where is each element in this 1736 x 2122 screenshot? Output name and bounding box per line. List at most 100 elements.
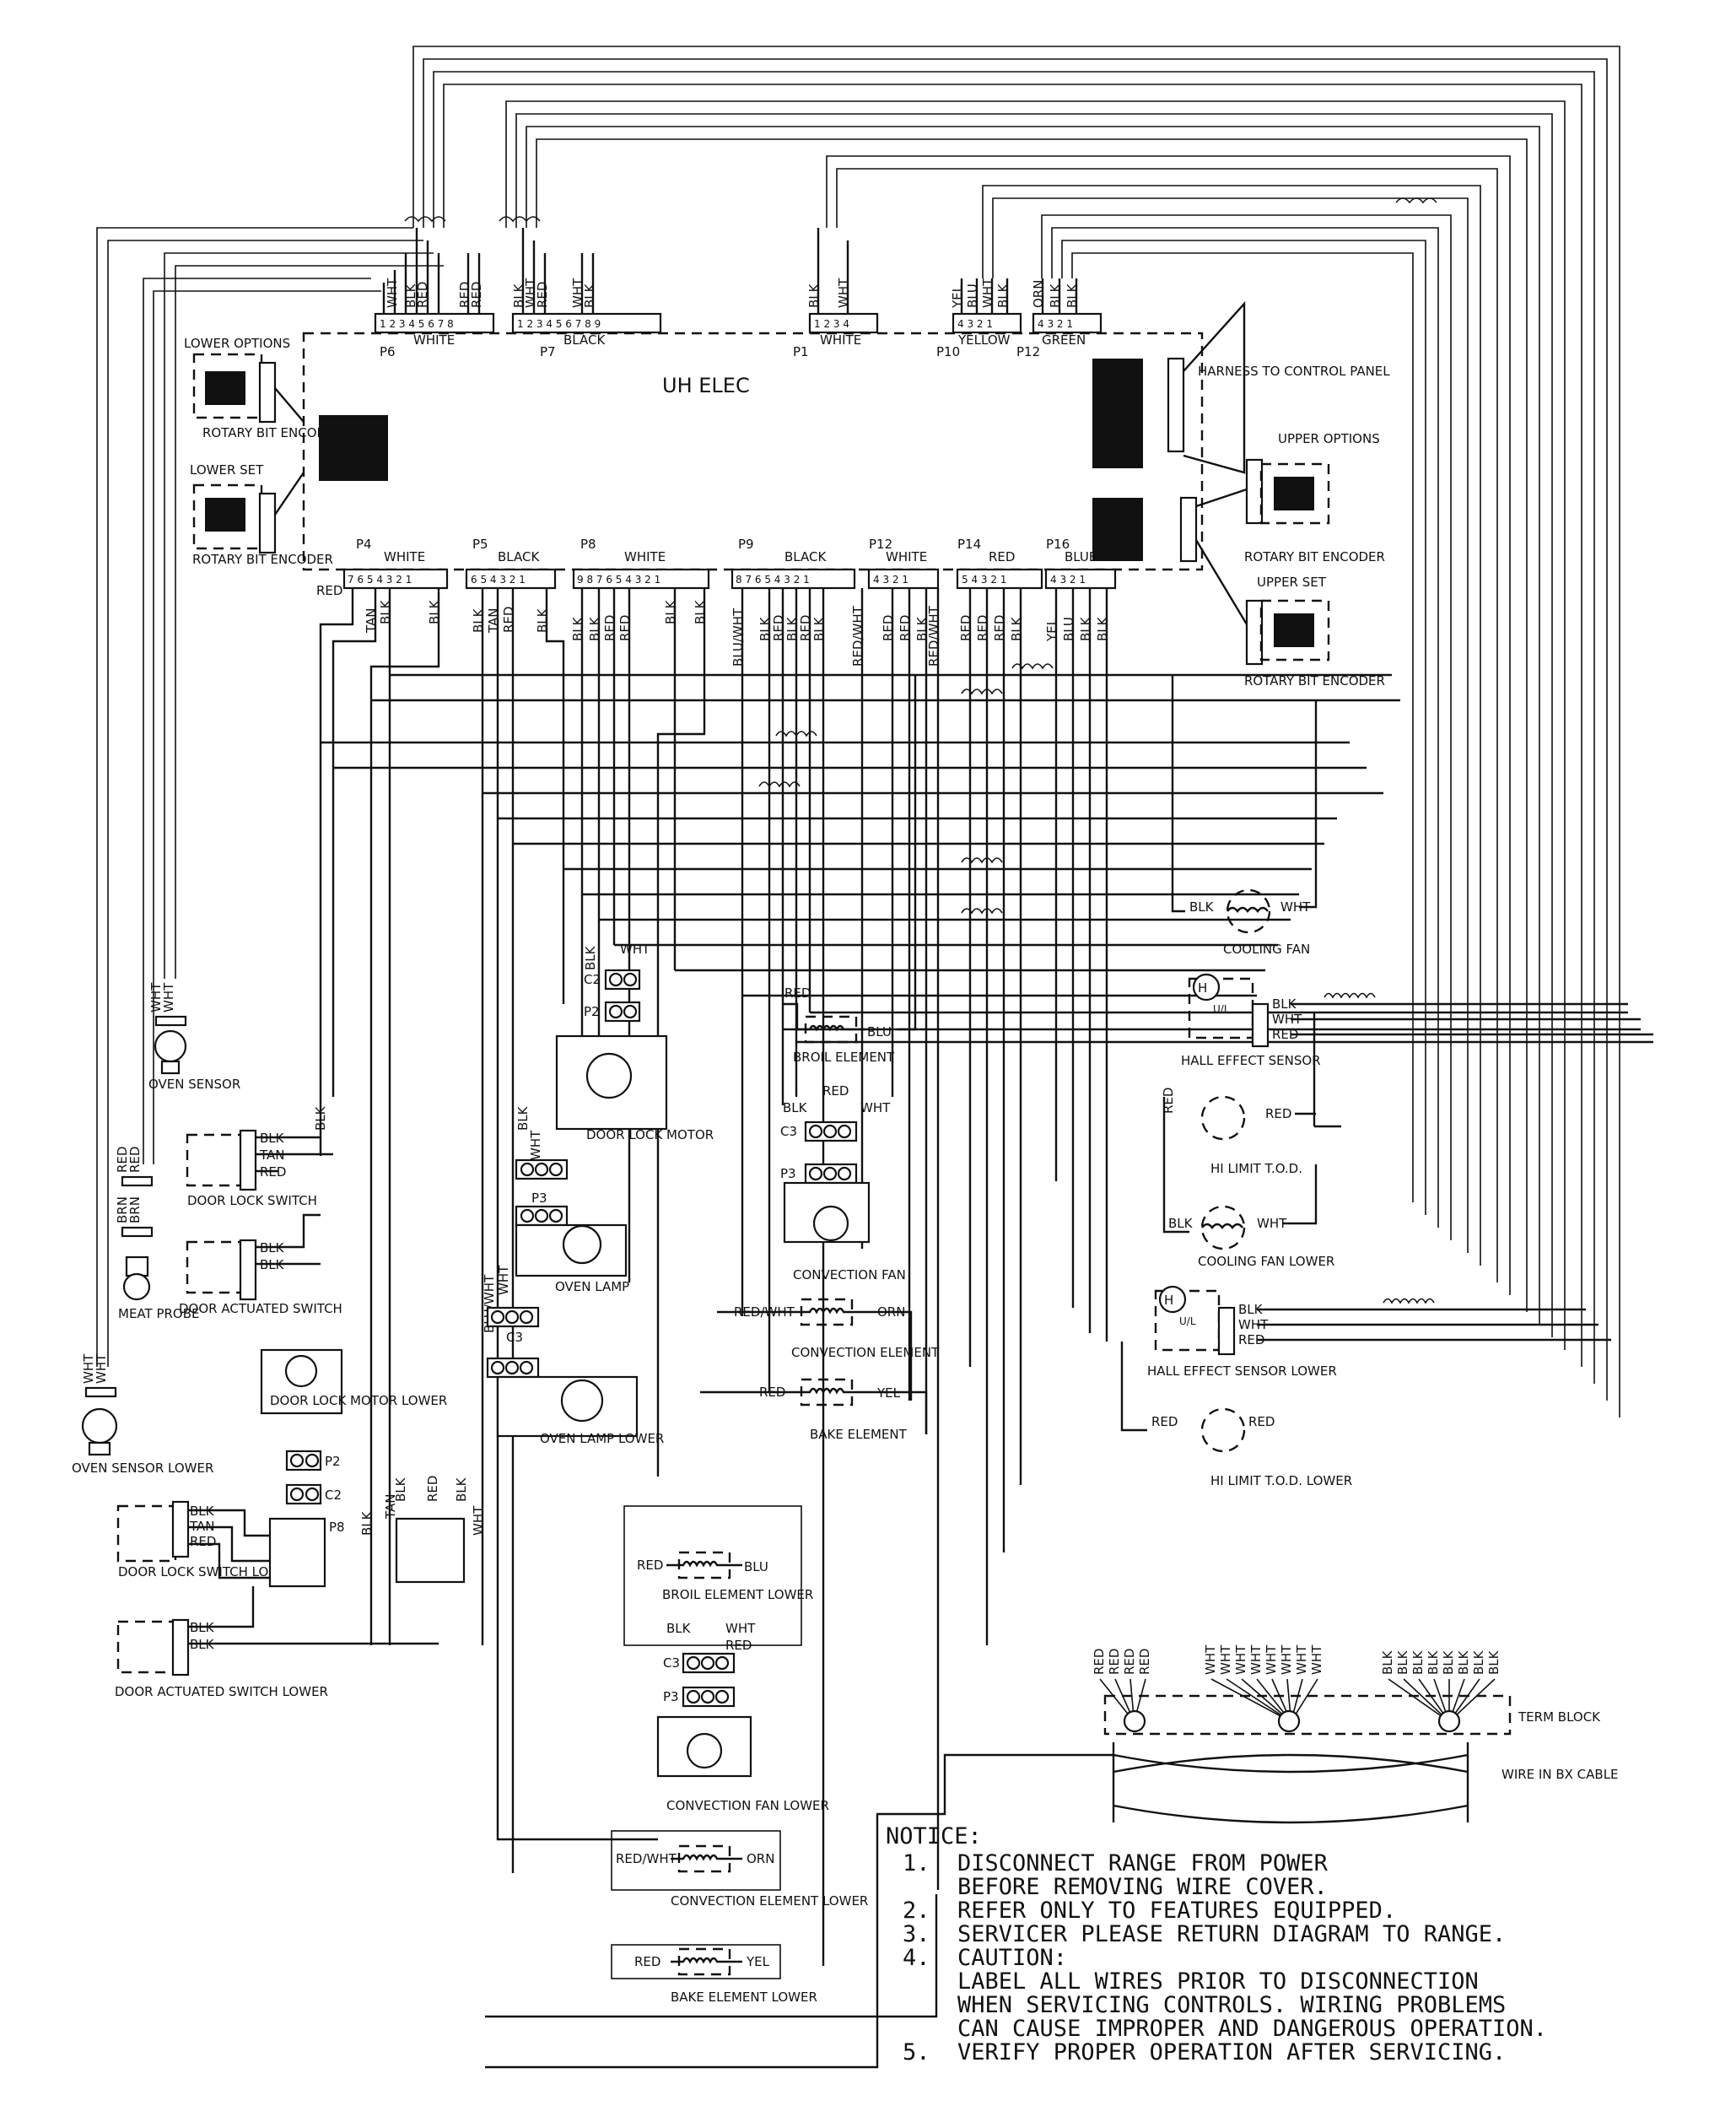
svg-text:OVEN LAMP: OVEN LAMP (555, 1279, 629, 1294)
svg-text:RED/WHT: RED/WHT (616, 1851, 677, 1866)
oven-sensor: WHT WHT OVEN SENSOR (148, 982, 240, 1092)
svg-text:RED: RED (115, 1147, 130, 1173)
svg-text:P3: P3 (663, 1689, 679, 1704)
meat-probe: RED RED BRN BRN MEAT PROBE (115, 1147, 200, 1321)
svg-text:P2: P2 (325, 1454, 341, 1469)
svg-text:YEL: YEL (746, 1954, 770, 1969)
svg-text:BLK: BLK (1048, 283, 1063, 308)
svg-text:BLK: BLK (313, 1105, 328, 1131)
svg-text:C3: C3 (663, 1655, 680, 1671)
svg-text:WHT: WHT (1238, 1317, 1269, 1332)
svg-text:WHT: WHT (620, 942, 650, 957)
door-lock-switch: BLK TAN RED DOOR LOCK SWITCH BLK (186, 1105, 333, 1208)
svg-text:BLK: BLK (1471, 1650, 1486, 1675)
svg-text:WHT: WHT (1233, 1644, 1248, 1675)
svg-text:WHT: WHT (1279, 1644, 1294, 1675)
svg-text:P10: P10 (936, 344, 960, 359)
bottom-connector-p9: BLACK P9 8 7 6 5 4 3 2 1 BLU/WHT BLK RED… (731, 537, 856, 667)
svg-text:BLK: BLK (1065, 283, 1080, 308)
notice-heading: NOTICE: (886, 1823, 982, 1849)
svg-text:BLACK: BLACK (563, 332, 606, 348)
svg-text:WHT: WHT (1248, 1644, 1264, 1675)
svg-text:4 3 2 1: 4 3 2 1 (957, 318, 993, 330)
svg-text:RED: RED (1265, 1106, 1291, 1121)
svg-text:WHITE: WHITE (886, 549, 927, 564)
svg-text:BLK: BLK (1189, 899, 1215, 915)
svg-text:BLK: BLK (515, 1105, 531, 1131)
svg-text:P3: P3 (780, 1166, 796, 1181)
svg-text:BLU: BLU (867, 1024, 892, 1039)
svg-text:BLK: BLK (806, 283, 822, 308)
svg-text:BRN: BRN (115, 1196, 130, 1223)
svg-text:RED: RED (989, 549, 1015, 564)
notice-line-7: WHEN SERVICING CONTROLS. WIRING PROBLEMS (903, 1992, 1506, 2018)
svg-text:BAKE ELEMENT LOWER: BAKE ELEMENT LOWER (671, 1990, 817, 2005)
svg-text:BRN: BRN (127, 1196, 143, 1223)
svg-text:TAN: TAN (486, 608, 501, 634)
svg-text:RED/WHT: RED/WHT (926, 605, 941, 667)
svg-text:COOLING FAN: COOLING FAN (1223, 942, 1310, 957)
notice-line-9: 5. VERIFY PROPER OPERATION AFTER SERVICI… (903, 2039, 1506, 2065)
svg-text:6 5 4 3 2 1: 6 5 4 3 2 1 (471, 574, 526, 586)
svg-text:TAN: TAN (364, 608, 379, 634)
svg-text:WHT: WHT (471, 1505, 486, 1536)
svg-text:P12: P12 (1016, 344, 1040, 359)
notice-line-1: 1. DISCONNECT RANGE FROM POWER (903, 1850, 1329, 1876)
svg-text:U/L: U/L (1213, 1003, 1230, 1015)
svg-text:WHT: WHT (496, 1265, 511, 1295)
svg-text:P12: P12 (869, 537, 892, 552)
svg-text:DOOR ACTUATED SWITCH LOWER: DOOR ACTUATED SWITCH LOWER (115, 1684, 328, 1699)
svg-text:ORN: ORN (1031, 280, 1046, 308)
svg-text:BLK: BLK (663, 599, 678, 624)
svg-text:TAN: TAN (383, 1494, 398, 1520)
svg-text:WHT: WHT (860, 1100, 891, 1115)
svg-text:C3: C3 (780, 1124, 797, 1139)
terminal-block: RED RED RED RED WHT WHT WHT WHT WHT WHT … (1092, 1644, 1619, 1824)
oven-lamp: BLK WHT P3 OVEN LAMP (515, 1105, 629, 1294)
svg-text:WHITE: WHITE (384, 549, 425, 564)
svg-text:HI LIMIT T.O.D.: HI LIMIT T.O.D. (1210, 1161, 1302, 1176)
svg-text:BLUE: BLUE (1065, 549, 1097, 564)
harness-label: HARNESS TO CONTROL PANEL (1198, 364, 1390, 379)
svg-text:YEL: YEL (1044, 618, 1059, 642)
svg-text:BLACK: BLACK (784, 549, 827, 564)
oven-sensor-lower: WHT WHT OVEN SENSOR LOWER (72, 1353, 213, 1476)
svg-text:WHT: WHT (1309, 1644, 1324, 1675)
bottom-return-wire (485, 1753, 1113, 2069)
svg-text:WHT: WHT (81, 1353, 96, 1384)
svg-text:WHT: WHT (1257, 1216, 1287, 1231)
board-outline (302, 332, 1204, 571)
hall-effect-sensor: H U/L BLK WHT RED HALL EFFECT SENSOR (1181, 973, 1321, 1068)
notice-line-8: CAN CAUSE IMPROPER AND DANGEROUS OPERATI… (903, 2016, 1547, 2042)
svg-text:P2: P2 (584, 1004, 600, 1019)
svg-text:BLK: BLK (995, 283, 1011, 308)
notice-line-6: LABEL ALL WIRES PRIOR TO DISCONNECTION (903, 1968, 1479, 1995)
svg-text:DOOR ACTUATED SWITCH: DOOR ACTUATED SWITCH (179, 1301, 342, 1316)
svg-text:BLK: BLK (454, 1477, 469, 1502)
svg-text:4 3 2 1: 4 3 2 1 (873, 574, 908, 586)
svg-text:BLK: BLK (1410, 1650, 1426, 1675)
svg-text:WHT: WHT (1218, 1644, 1233, 1675)
svg-text:WHT: WHT (1294, 1644, 1309, 1675)
svg-text:WHT: WHT (836, 278, 851, 308)
svg-text:RED: RED (898, 615, 913, 641)
rotary-bit-encoder-upper-set: ROTARY BIT ENCODER (1244, 673, 1385, 688)
notice-line-4: 3. SERVICER PLEASE RETURN DIAGRAM TO RAN… (903, 1921, 1506, 1947)
svg-text:C2: C2 (584, 972, 601, 987)
svg-text:RED: RED (1092, 1649, 1107, 1675)
svg-text:WHT: WHT (1264, 1644, 1279, 1675)
svg-text:BLU: BLU (1061, 617, 1076, 641)
convection-element: RED/WHT ORN CONVECTION ELEMENT (717, 1298, 940, 1401)
svg-text:RED: RED (415, 282, 430, 308)
svg-text:RED: RED (784, 985, 811, 1001)
svg-text:WHITE: WHITE (624, 549, 666, 564)
svg-text:BLK: BLK (1078, 616, 1093, 641)
svg-text:RED: RED (975, 615, 990, 641)
svg-text:P3: P3 (531, 1191, 547, 1206)
svg-text:ORN: ORN (747, 1851, 774, 1866)
svg-text:WHT: WHT (161, 982, 176, 1012)
door-lock-motor: BLK WHT C2 P2 DOOR LOCK MOTOR (555, 942, 714, 1142)
svg-text:BLK: BLK (359, 1510, 375, 1536)
svg-text:RED: RED (1248, 1414, 1275, 1429)
svg-text:P8: P8 (329, 1520, 345, 1535)
